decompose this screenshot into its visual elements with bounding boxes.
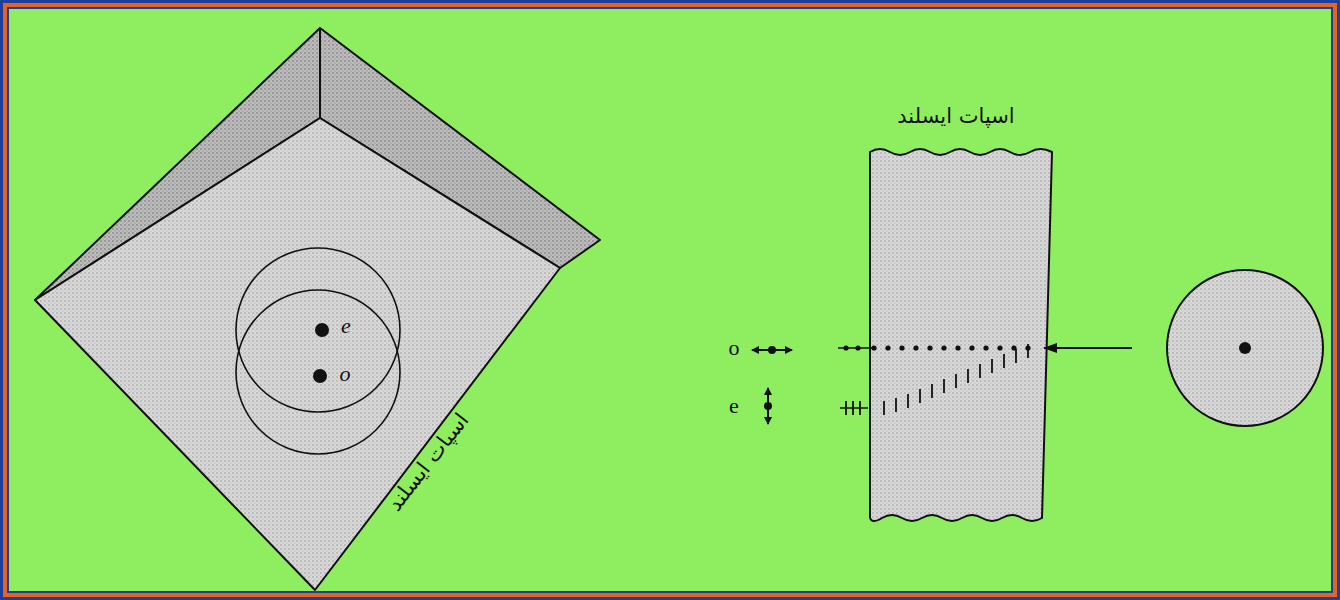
screen-spot [1167, 270, 1323, 426]
ray-letter: e [729, 393, 739, 419]
extraordinary-ray [840, 344, 1028, 415]
crystal-name: اسپات ایسلند [897, 104, 1014, 128]
ray-letter: o [729, 335, 740, 361]
ray-letter: e [341, 313, 351, 339]
ray-letter: o [340, 361, 351, 387]
calcite-crystal [35, 28, 600, 590]
incident-ray [1044, 347, 1132, 349]
polarization-symbols [752, 346, 792, 424]
calcite-slab [870, 149, 1052, 521]
ordinary-ray [838, 345, 1031, 350]
